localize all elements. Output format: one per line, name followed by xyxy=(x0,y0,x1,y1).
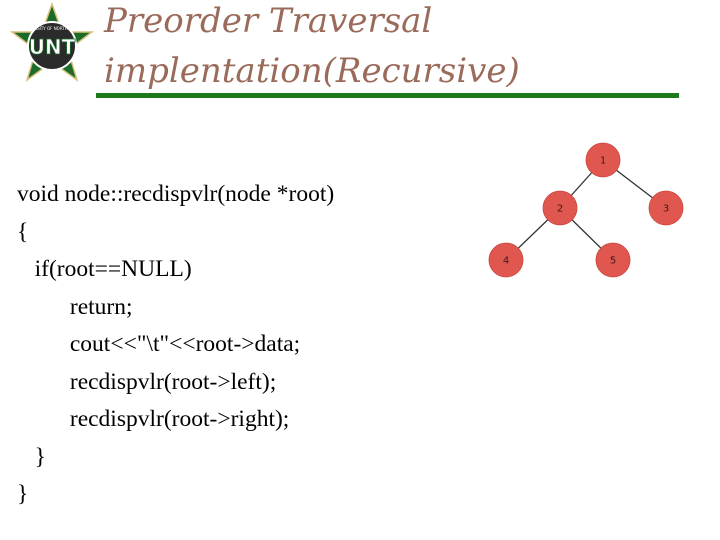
tree-node-5 xyxy=(595,242,631,278)
tree-node-label-1: 1 xyxy=(600,156,606,167)
tree-node-4 xyxy=(488,242,524,278)
code-line: cout<<"\t"<<root->data; xyxy=(17,331,301,357)
tree-node-3 xyxy=(648,190,684,226)
code-line: recdispvlr(root->right); xyxy=(17,406,290,432)
title-underline xyxy=(96,93,679,98)
code-line: } xyxy=(17,481,29,507)
slide-title-line-2: implentation(Recursive) xyxy=(104,51,520,91)
binary-tree-diagram: 1 2 3 4 5 xyxy=(488,142,684,278)
tree-node-label-4: 4 xyxy=(503,256,509,267)
logo-ring xyxy=(27,21,77,71)
code-line: { xyxy=(17,218,29,245)
code-line: void node::recdispvlr(node *root) xyxy=(17,181,335,207)
logo-ring-text: UNIVERSITY OF NORTH TEXAS xyxy=(22,26,83,31)
tree-node-label-2: 2 xyxy=(557,204,563,215)
code-line: return; xyxy=(17,293,133,320)
code-line: if(root==NULL) xyxy=(17,256,192,282)
unt-logo-icon: UNIVERSITY OF NORTH TEXAS UNT xyxy=(9,2,95,82)
tree-node-label-5: 5 xyxy=(610,256,616,267)
code-line: } xyxy=(17,443,46,470)
tree-node-1 xyxy=(585,142,621,178)
tree-node-2 xyxy=(542,190,578,226)
code-line: recdispvlr(root->left); xyxy=(17,368,277,395)
logo-text: UNT xyxy=(29,35,76,59)
tree-node-label-3: 3 xyxy=(663,204,669,215)
slide-title-line-1: Preorder Traversal xyxy=(104,1,433,41)
code-block: void node::recdispvlr(node *root){ if(ro… xyxy=(17,176,334,514)
